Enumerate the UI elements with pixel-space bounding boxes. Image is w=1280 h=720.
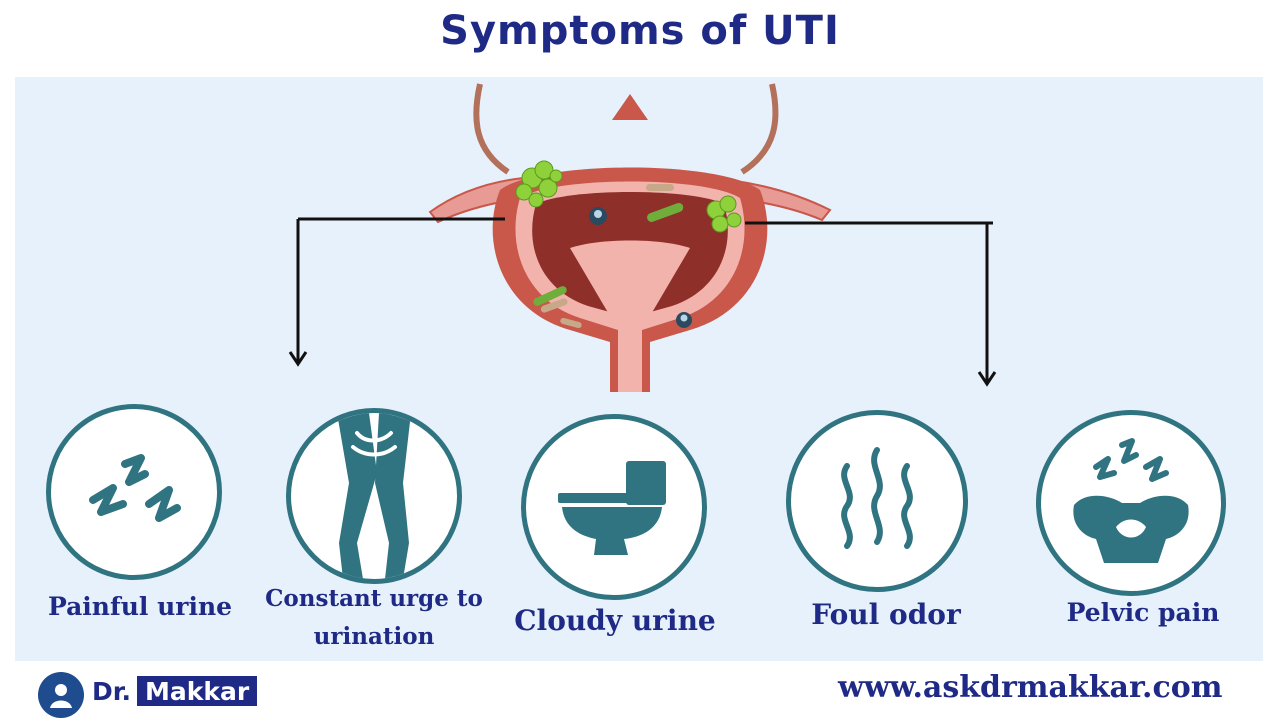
- symptom-foul-odor-label: Foul odor: [811, 598, 961, 631]
- bladder-illustration: [428, 83, 832, 392]
- odor-waves-icon: [841, 447, 913, 549]
- logo-badge: [38, 672, 84, 718]
- toilet-icon: [558, 461, 666, 555]
- symptom-foul-odor-circle: [786, 410, 968, 592]
- page-title: Symptoms of UTI: [440, 8, 840, 54]
- logo-name: Makkar: [137, 676, 258, 706]
- symptom-urge-circle: [286, 408, 462, 584]
- symptom-pelvic-pain-circle: [1036, 410, 1226, 596]
- logo-text: Dr. Makkar: [90, 676, 258, 706]
- logo-prefix: Dr.: [92, 676, 132, 706]
- symptom-painful-urine-label: Painful urine: [47, 592, 233, 621]
- symptom-pelvic-pain-label: Pelvic pain: [1066, 598, 1220, 627]
- pelvis-icon: [1073, 438, 1189, 563]
- symptom-cloudy-urine-circle: [521, 414, 707, 600]
- website-url[interactable]: www.askdrmakkar.com: [838, 670, 1223, 705]
- pain-squiggle-icon: [89, 454, 181, 522]
- symptom-painful-urine-circle: [46, 404, 222, 580]
- symptom-cloudy-urine-label: Cloudy urine: [514, 604, 716, 637]
- legs-crossed-icon: [337, 413, 411, 579]
- symptom-urge-label: Constant urge to urination: [265, 585, 483, 650]
- doctor-avatar-icon: [50, 684, 72, 708]
